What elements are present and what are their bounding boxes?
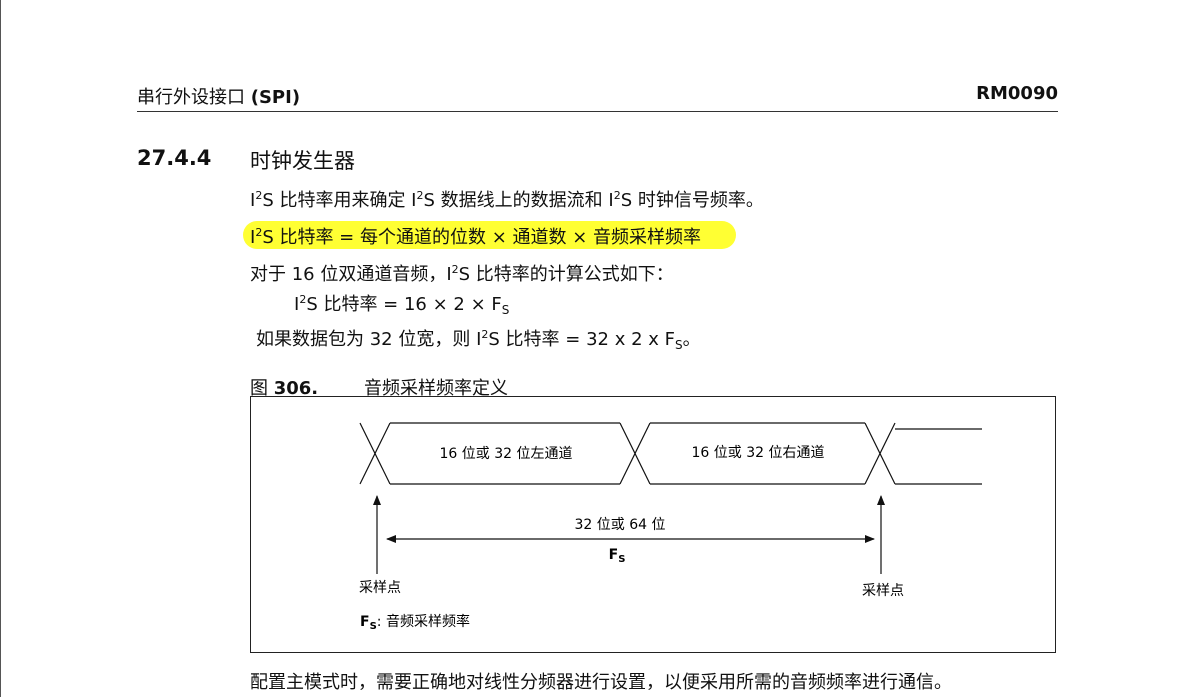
paragraph-line-1: I2S 比特率用来确定 I2S 数据线上的数据流和 I2S 时钟信号频率。 bbox=[250, 189, 764, 211]
sample-point-left-label: 采样点 bbox=[359, 580, 401, 596]
header-rule bbox=[137, 111, 1058, 112]
formula-16bit: I2S 比特率 = 16 × 2 × FS bbox=[294, 293, 510, 317]
timing-diagram: 16 位或 32 位左通道 16 位或 32 位右通道 32 位或 64 位 F… bbox=[359, 422, 982, 632]
figure-title: 音频采样频率定义 bbox=[364, 378, 508, 399]
paragraph-line-3: 对于 16 位双通道音频，I2S 比特率的计算公式如下： bbox=[250, 263, 674, 285]
page-edge bbox=[0, 0, 1, 697]
formula-highlighted: I2S 比特率 = 每个通道的位数 × 通道数 × 音频采样频率 bbox=[250, 226, 702, 248]
figure-label: 图 306. bbox=[250, 378, 319, 399]
right-channel-label: 16 位或 32 位右通道 bbox=[692, 445, 825, 461]
highlight-mark bbox=[243, 221, 736, 249]
section-number: 27.4.4 bbox=[137, 146, 212, 170]
legend: FS: 音频采样频率 bbox=[360, 613, 470, 632]
sample-point-right-label: 采样点 bbox=[862, 583, 904, 599]
paragraph-last: 配置主模式时，需要正确地对线性分频器进行设置，以便采用所需的音频频率进行通信。 bbox=[250, 672, 952, 693]
header-title: 串行外设接口 (SPI) bbox=[137, 87, 301, 108]
figure-frame bbox=[250, 396, 1056, 653]
fs-label: FS bbox=[609, 547, 626, 565]
section-title: 时钟发生器 bbox=[250, 149, 355, 173]
signal-waveform bbox=[359, 422, 982, 485]
header-doc-id: RM0090 bbox=[976, 83, 1058, 104]
left-channel-label: 16 位或 32 位左通道 bbox=[440, 446, 573, 462]
formula-32bit: 如果数据包为 32 位宽，则 I2S 比特率 = 32 x 2 x FS。 bbox=[256, 328, 701, 352]
span-label: 32 位或 64 位 bbox=[575, 517, 666, 533]
